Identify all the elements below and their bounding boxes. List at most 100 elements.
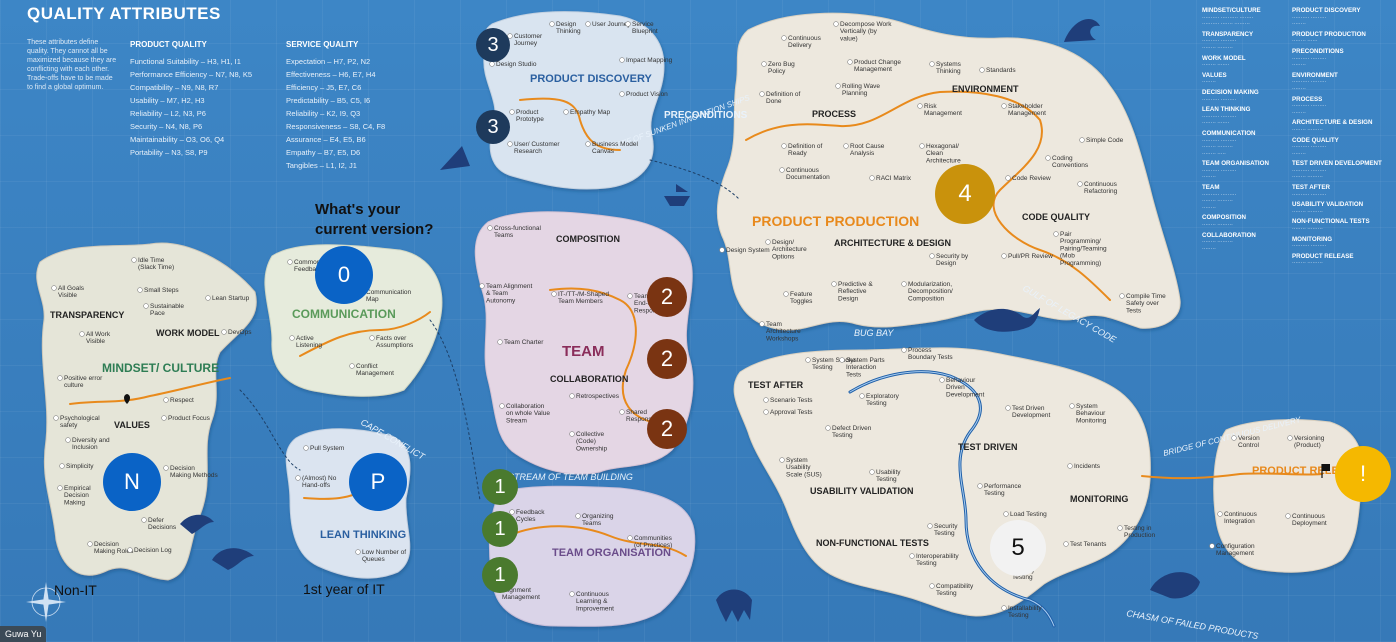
badge-2-bottom[interactable]: 2 [647, 409, 687, 449]
place-marker-icon [1285, 513, 1291, 519]
badge-n[interactable]: N [103, 453, 161, 511]
badge-2-middle[interactable]: 2 [647, 339, 687, 379]
region-test-driven: TEST DRIVEN [958, 442, 1018, 452]
badge-4[interactable]: 4 [935, 164, 995, 224]
sq-item: Effectiveness – H6, E7, H4 [286, 70, 376, 79]
place-product-focus: Product Focus [161, 415, 211, 422]
path-sea-dotted [239, 159, 741, 501]
place-marker-icon [869, 469, 875, 475]
presenter-tag: Guwa Yu [0, 626, 47, 642]
place-marker-icon [779, 457, 785, 463]
place-label: Simplicity [66, 463, 94, 470]
place-marker-icon [759, 91, 765, 97]
place-marker-icon [627, 293, 633, 299]
place-code-review: Code Review [1005, 175, 1051, 182]
badge-label: 5 [1011, 534, 1025, 561]
badge-5[interactable]: 5 [990, 520, 1046, 576]
badge-1-top[interactable]: 1 [482, 469, 518, 505]
badge-3-top[interactable]: 3 [476, 28, 510, 62]
glossary-heading: PRODUCT DISCOVERY [1292, 7, 1361, 14]
glossary-heading: COMPOSITION [1202, 214, 1247, 222]
sq-item: Tangibles – L1, I2, J1 [286, 161, 357, 170]
islands [36, 11, 1364, 627]
place-marker-icon [765, 239, 771, 245]
place-marker-icon [161, 415, 167, 421]
place-marker-icon [929, 61, 935, 67]
dolphin-icon [212, 548, 254, 570]
place-label: Communities(of Practices) [634, 535, 673, 549]
service-quality-heading: SERVICE QUALITY [286, 40, 359, 49]
place-marker-icon [289, 335, 295, 341]
place-marker-icon [781, 143, 787, 149]
badge-exclamation[interactable]: ! [1335, 446, 1391, 502]
place-marker-icon [779, 167, 785, 173]
place-idle-time: Idle Time(Slack Time) [131, 257, 174, 271]
island-team [474, 211, 694, 475]
badge-label: 1 [494, 517, 506, 540]
sea-monster-icon [1150, 572, 1200, 599]
island-product-release [1213, 419, 1364, 573]
place-marker-icon [499, 403, 505, 409]
finish-flag-icon [1321, 464, 1330, 478]
place-marker-icon [569, 591, 575, 597]
place-marker-icon [619, 409, 625, 415]
badge-label: 1 [494, 475, 506, 498]
badge-1-middle[interactable]: 1 [482, 511, 518, 547]
place-marker-icon [839, 357, 845, 363]
island-mindset [36, 242, 257, 581]
badge-1-bottom[interactable]: 1 [482, 557, 518, 593]
glossary-heading: USABILITY VALIDATION [1292, 201, 1364, 209]
product-quality-heading: PRODUCT QUALITY [130, 40, 207, 49]
place-label: Scenario Tests [770, 397, 813, 404]
place-marker-icon [833, 21, 839, 27]
badge-0[interactable]: 0 [315, 246, 373, 304]
badge-p[interactable]: P [349, 453, 407, 511]
place-marker-icon [929, 253, 935, 259]
place-marker-icon [569, 431, 575, 437]
place-marker-icon [919, 143, 925, 149]
badge-3-bottom[interactable]: 3 [476, 110, 510, 144]
place-standards: Standards [979, 67, 1016, 74]
place-marker-icon [901, 281, 907, 287]
place-test-tenants: Test Tenants [1063, 541, 1107, 548]
pq-item: Security – N4, N8, P6 [130, 122, 203, 131]
place-marker-icon [619, 91, 625, 97]
badge-2-top[interactable]: 2 [647, 277, 687, 317]
glossary-heading: ENVIRONMENT [1292, 71, 1338, 79]
place-marker-icon [1001, 605, 1007, 611]
